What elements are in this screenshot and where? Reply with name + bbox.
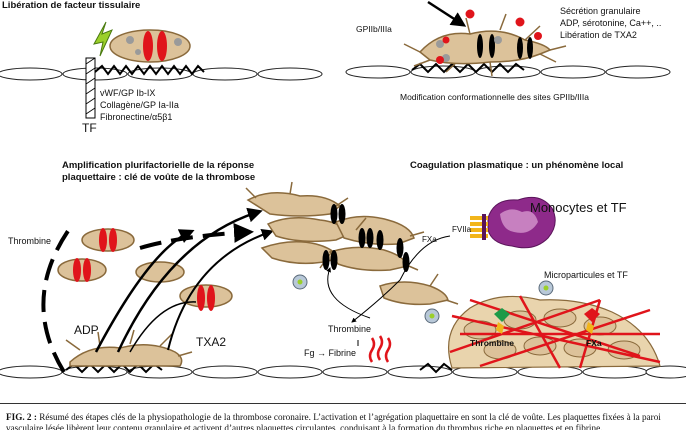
coagulation-arrows (326, 235, 451, 346)
receptor-label-3: Fibronectine/α5β1 (100, 112, 172, 122)
platelet-aggregate (245, 181, 459, 306)
caption-rule (0, 403, 686, 404)
labels: Libération de facteur tissulaire TF vWF/… (2, 0, 661, 358)
microparticle-icon (538, 280, 554, 296)
amplification-heading-1: Amplification plurifactorielle de la rép… (62, 160, 254, 171)
secretion-label-3: Libération de TXA2 (560, 30, 637, 40)
vessel-wall-top-right (345, 62, 671, 79)
microparticle-icon (292, 274, 308, 290)
tf-receptor (85, 57, 96, 119)
factor-release-label: Libération de facteur tissulaire (2, 0, 140, 11)
amplification-heading-2: plaquettaire : clé de voûte de la thromb… (62, 172, 255, 183)
txa2-label: TXA2 (196, 335, 226, 349)
circulating-platelets-left (57, 228, 233, 311)
monocyte-icon (487, 196, 556, 249)
fviia-receptor-fingers (470, 214, 488, 240)
fxa-label: FXa (422, 235, 437, 244)
incoming-arrow (427, 0, 467, 27)
microparticle-icons (292, 274, 554, 324)
receptor-label-1: vWF/GP Ib-IX (100, 88, 155, 98)
gp-iib-iiia-label: GPIIb/IIIa (356, 24, 392, 34)
fibrin-waves (368, 335, 392, 363)
monocytes-label: Monocytes et TF (530, 200, 627, 215)
granule-red-dots (436, 9, 542, 64)
resting-platelet-top-left (109, 29, 191, 63)
activated-platelet-top-right (403, 13, 567, 77)
clot-thrombine-label: Thrombine (470, 338, 514, 348)
microparticle-icon (424, 308, 440, 324)
lightning-bolt-icon (93, 21, 113, 57)
thrombine-label-center: Thrombine (328, 324, 371, 334)
secretion-label-1: Sécrétion granulaire (560, 6, 641, 16)
conformation-label: Modification conformationnelle des sites… (400, 92, 589, 102)
caption-text-line2: fixées à la paroi vasculaire lésée libèr… (6, 412, 661, 430)
caption-text: Résumé des étapes clés de la physiopatho… (39, 412, 601, 422)
fibrin-rich-thrombus (448, 295, 661, 369)
fibrine-label: Fg → Fibrine (304, 348, 356, 358)
caption-fig-label: FIG. 2 : (6, 412, 37, 422)
adp-label: ADP (74, 323, 99, 337)
secretion-label-2: ADP, sérotonine, Ca++, .. (560, 18, 661, 28)
clot-fxa-label: FXa (586, 338, 602, 348)
tf-label: TF (82, 121, 97, 135)
fviia-label: FVIIa (452, 225, 472, 234)
thrombine-label-left: Thrombine (8, 236, 51, 246)
microparticules-label: Microparticules et TF (544, 270, 628, 280)
vessel-wall-top-left (0, 64, 323, 81)
coagulation-heading: Coagulation plasmatique : un phénomène l… (410, 160, 623, 171)
feedback-arrows (41, 207, 274, 374)
receptor-label-2: Collagène/GP Ia-IIa (100, 100, 179, 110)
figure-caption: FIG. 2 : Résumé des étapes clés de la ph… (6, 412, 682, 430)
